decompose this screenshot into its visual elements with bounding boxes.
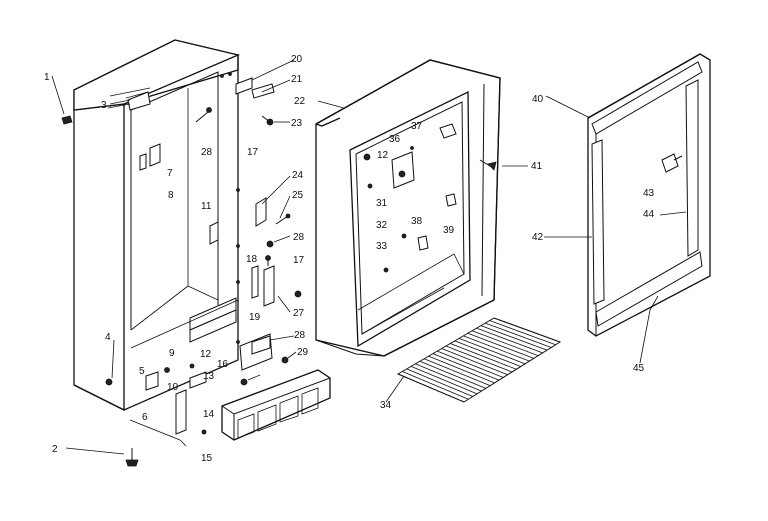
callout-9: 9: [169, 348, 175, 359]
shelf-rod: [485, 322, 552, 348]
callout-41: 41: [531, 161, 543, 172]
callout-43: 43: [643, 188, 655, 199]
callout-34: 34: [380, 400, 392, 411]
callout-3: 3: [101, 100, 107, 111]
callout-8: 8: [168, 190, 174, 201]
shelf-rod: [467, 332, 534, 359]
callout-20: 20: [291, 54, 303, 65]
callout-2: 2: [52, 444, 58, 455]
callout-18: 18: [246, 254, 258, 265]
callout-12a: 12: [200, 349, 212, 360]
callout-4: 4: [105, 332, 111, 343]
callout-45: 45: [633, 363, 645, 374]
shelf-rod: [472, 330, 539, 357]
callout-10: 10: [167, 382, 179, 393]
callout-40: 40: [532, 94, 544, 105]
callout-17a: 17: [247, 147, 259, 158]
callout-12b: 12: [377, 150, 389, 161]
callout-22: 22: [294, 96, 306, 107]
shelf-rod: [415, 363, 482, 392]
callout-44: 44: [643, 209, 655, 220]
hinge-assembly: [235, 77, 302, 307]
callout-32: 32: [376, 220, 388, 231]
callout-24: 24: [292, 170, 304, 181]
callout-14: 14: [203, 409, 215, 420]
wire-shelf: [396, 317, 562, 403]
shelf-rod: [480, 325, 548, 351]
shelf-rod: [437, 350, 504, 378]
callout-17b: 17: [293, 255, 305, 266]
shelf-rod: [458, 337, 526, 365]
callout-36: 36: [389, 134, 401, 145]
shelf-rod: [432, 353, 500, 381]
callout-39: 39: [443, 225, 455, 236]
shelf-rod: [424, 358, 491, 387]
toe-grille: [221, 369, 331, 441]
shelf-rod: [463, 335, 530, 362]
shelf-rod: [406, 368, 473, 397]
shelf-rod: [397, 373, 465, 403]
control-parts: [363, 123, 497, 273]
shelf-rod: [410, 365, 478, 395]
callout-labels: 1 2 3 4 5 6 7 8 9 10 11 12 12 13 14 15 1…: [44, 54, 655, 464]
callout-6: 6: [142, 412, 148, 423]
shelf-rod: [493, 317, 561, 343]
callout-26a: 28: [201, 147, 213, 158]
cabinet: [73, 39, 241, 412]
callout-29: 29: [297, 347, 309, 358]
shelf-rod: [489, 320, 556, 346]
callout-42: 42: [532, 232, 544, 243]
callout-25: 25: [292, 190, 304, 201]
callout-21: 21: [291, 74, 303, 85]
shelf-rod: [450, 343, 517, 370]
shelf-rod: [476, 327, 543, 354]
callout-15: 15: [201, 453, 213, 464]
shelf-rod: [402, 371, 469, 400]
shelf-rod: [454, 340, 521, 367]
callout-31: 31: [376, 198, 388, 209]
shelf-rod: [428, 355, 495, 384]
door-panel: [587, 53, 711, 337]
callout-27: 27: [293, 308, 305, 319]
callout-23: 23: [291, 118, 303, 129]
callout-26b: 28: [293, 232, 305, 243]
callout-33: 33: [376, 241, 388, 252]
callout-38: 38: [411, 216, 423, 227]
callout-28: 28: [294, 330, 306, 341]
shelf-rod: [419, 360, 486, 389]
feet-parts: [61, 115, 139, 467]
callout-5: 5: [139, 366, 145, 377]
shelf-rod: [441, 348, 508, 376]
leader-lines: [51, 59, 687, 455]
callout-1: 1: [44, 72, 50, 83]
callout-13: 13: [203, 371, 215, 382]
lower-bracket-parts: [129, 333, 289, 447]
door-liner: [315, 59, 501, 357]
callout-37: 37: [411, 121, 423, 132]
callout-16: 16: [217, 359, 229, 370]
shelf-rod: [445, 345, 513, 373]
callout-11: 11: [201, 201, 212, 212]
callout-19: 19: [249, 312, 261, 323]
callout-7: 7: [167, 168, 173, 179]
